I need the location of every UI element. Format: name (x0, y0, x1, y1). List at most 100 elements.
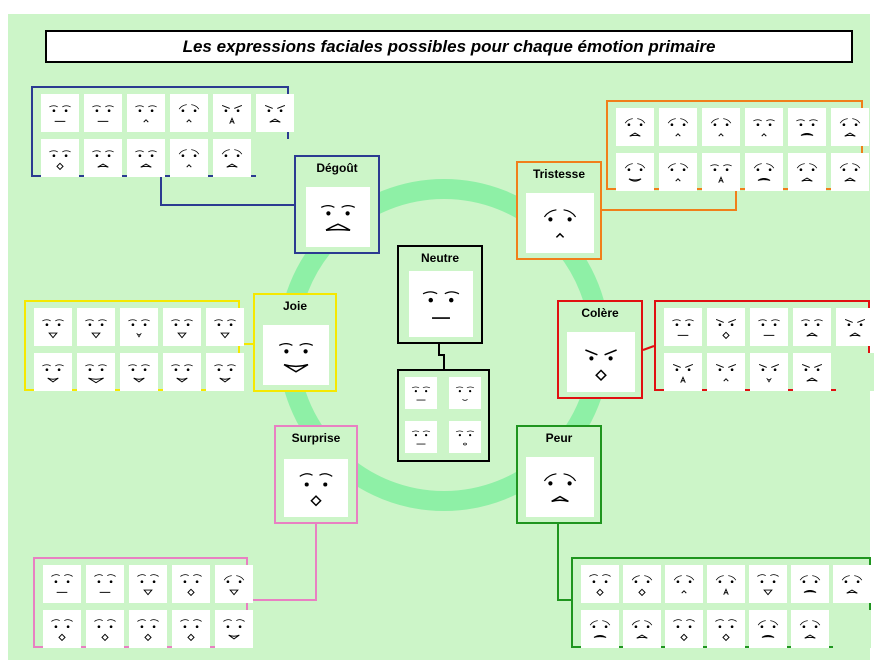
degout-label: Dégoût (316, 161, 358, 175)
colere-variant-empty-cell (836, 353, 874, 391)
surprise-variant-face-icon (43, 610, 81, 648)
joie-variant-face-icon (34, 353, 72, 391)
peur-variant-face-icon (749, 610, 787, 648)
tristesse-variant-face-icon (616, 108, 654, 146)
neutre-variant-face-icon (405, 421, 437, 453)
joie-variant-face-icon (163, 353, 201, 391)
colere-variant-face-icon (793, 308, 831, 346)
surprise-variant-face-icon (129, 565, 167, 603)
colere-variant-face-icon (836, 308, 874, 346)
tristesse-connector (602, 190, 737, 211)
surprise-variant-face-icon (43, 565, 81, 603)
peur-variant-empty-cell (833, 610, 871, 648)
peur-variant-face-icon (791, 565, 829, 603)
surprise-label: Surprise (291, 431, 341, 445)
tristesse-variant-face-icon (702, 108, 740, 146)
tristesse-variant-face-icon (659, 153, 697, 191)
degout-variant-face-icon (213, 139, 251, 177)
colere-variant-face-icon (750, 353, 788, 391)
joie-variant-face-icon (206, 308, 244, 346)
peur-variant-face-icon (707, 610, 745, 648)
diagram-title: Les expressions faciales possibles pour … (45, 30, 853, 63)
neutre-variant-face-icon (449, 421, 481, 453)
peur-variants-panel (571, 557, 871, 648)
peur-variant-face-icon (707, 565, 745, 603)
colere-variant-face-icon (707, 353, 745, 391)
peur-variant-face-icon (623, 565, 661, 603)
tristesse-variant-face-icon (745, 153, 783, 191)
neutre-variant-face-icon (405, 377, 437, 409)
colere-variant-face-icon (793, 353, 831, 391)
colere-variant-face-icon (664, 353, 702, 391)
surprise-variant-face-icon (86, 565, 124, 603)
tristesse-variant-face-icon (788, 108, 826, 146)
neutre-label: Neutre (420, 251, 459, 265)
degout-variant-face-icon (41, 139, 79, 177)
degout-variant-face-icon (213, 94, 251, 132)
colere-label: Colère (581, 306, 619, 320)
degout-variant-face-icon (84, 139, 122, 177)
degout-variants-panel (31, 86, 294, 177)
neutre-card: Neutre (397, 245, 483, 344)
degout-variant-face-icon (170, 139, 208, 177)
tristesse-main-face-icon (526, 193, 594, 253)
peur-variant-face-icon (749, 565, 787, 603)
tristesse-variant-face-icon (616, 153, 654, 191)
colere-variant-face-icon (707, 308, 745, 346)
surprise-variants-panel (33, 557, 253, 648)
degout-main-face-icon (306, 187, 370, 247)
degout-connector (160, 177, 294, 206)
degout-card: Dégoût (294, 155, 380, 254)
tristesse-variant-face-icon (659, 108, 697, 146)
peur-card: Peur (516, 425, 602, 524)
peur-variant-face-icon (833, 565, 871, 603)
degout-variant-face-icon (170, 94, 208, 132)
colere-card: Colère (557, 300, 643, 399)
peur-connector (557, 524, 571, 601)
peur-variant-face-icon (581, 565, 619, 603)
colere-variants-panel (654, 300, 874, 391)
joie-main-face-icon (263, 325, 329, 385)
peur-variant-face-icon (791, 610, 829, 648)
tristesse-variants-panel (606, 100, 869, 191)
degout-variant-empty-cell (256, 139, 294, 177)
degout-variant-face-icon (41, 94, 79, 132)
surprise-variant-face-icon (172, 610, 210, 648)
surprise-main-face-icon (284, 459, 348, 517)
joie-card: Joie (253, 293, 337, 392)
degout-variant-face-icon (84, 94, 122, 132)
neutre-variant-face-icon (449, 377, 481, 409)
surprise-variant-face-icon (172, 565, 210, 603)
peur-label: Peur (545, 431, 573, 445)
tristesse-card: Tristesse (516, 161, 602, 260)
neutre-variants-panel (397, 369, 490, 462)
colere-main-face-icon (567, 332, 635, 392)
neutre-main-face-icon (409, 271, 473, 337)
neutre-connector (438, 344, 445, 369)
joie-variant-face-icon (163, 308, 201, 346)
joie-variant-face-icon (206, 353, 244, 391)
surprise-variant-face-icon (215, 610, 253, 648)
surprise-variant-face-icon (129, 610, 167, 648)
peur-main-face-icon (526, 457, 594, 517)
joie-variant-face-icon (120, 353, 158, 391)
joie-variant-face-icon (120, 308, 158, 346)
degout-variant-face-icon (256, 94, 294, 132)
peur-variant-face-icon (665, 565, 703, 603)
tristesse-label: Tristesse (532, 167, 586, 181)
tristesse-variant-face-icon (745, 108, 783, 146)
joie-variant-face-icon (77, 308, 115, 346)
surprise-variant-face-icon (215, 565, 253, 603)
colere-connector (642, 345, 655, 351)
colere-variant-face-icon (750, 308, 788, 346)
degout-variant-face-icon (127, 94, 165, 132)
tristesse-variant-face-icon (831, 153, 869, 191)
tristesse-variant-face-icon (831, 108, 869, 146)
peur-variant-face-icon (581, 610, 619, 648)
tristesse-variant-face-icon (702, 153, 740, 191)
joie-label: Joie (282, 299, 307, 313)
joie-variants-panel (24, 300, 244, 391)
surprise-card: Surprise (274, 425, 358, 524)
surprise-variant-face-icon (86, 610, 124, 648)
peur-variant-face-icon (665, 610, 703, 648)
